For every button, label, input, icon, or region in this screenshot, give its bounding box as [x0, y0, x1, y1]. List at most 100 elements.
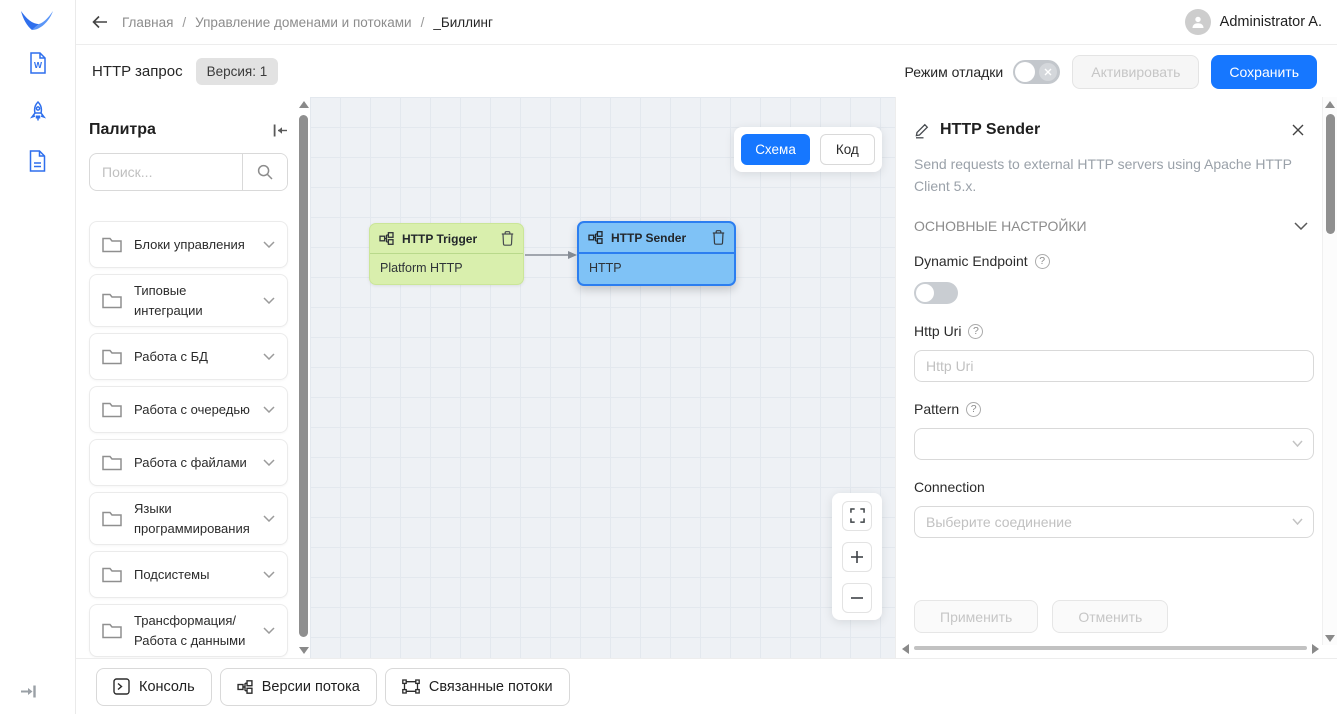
- apply-button[interactable]: Применить: [914, 600, 1039, 633]
- close-icon[interactable]: [1292, 124, 1304, 136]
- fit-view-button[interactable]: [842, 500, 872, 531]
- breadcrumb-separator: /: [420, 14, 425, 30]
- connection-select[interactable]: [914, 506, 1314, 539]
- dynamic-endpoint-toggle[interactable]: [914, 282, 958, 305]
- node-http-sender[interactable]: HTTP Sender HTTP: [577, 221, 736, 286]
- connection-edge[interactable]: [525, 247, 577, 265]
- palette-category-control-blocks[interactable]: Блоки управления: [89, 221, 288, 268]
- component-description: Send requests to external HTTP servers u…: [914, 156, 1292, 194]
- connection-select-value[interactable]: [914, 506, 1314, 539]
- help-icon[interactable]: ?: [968, 323, 984, 339]
- collapse-palette-icon[interactable]: [273, 124, 288, 137]
- folder-icon: [102, 567, 122, 582]
- flow-versions-button[interactable]: Версии потока: [219, 667, 377, 706]
- http-uri-input[interactable]: [914, 350, 1314, 383]
- scroll-up-arrow[interactable]: [298, 101, 309, 108]
- node-subtitle: HTTP: [589, 261, 622, 275]
- zoom-in-button[interactable]: [842, 541, 872, 572]
- app-logo-icon[interactable]: [18, 8, 56, 39]
- scroll-right-arrow[interactable]: [1312, 644, 1319, 654]
- field-label-text: Http Uri: [914, 323, 962, 340]
- palette-panel: Палитра Блоки управления: [76, 97, 297, 658]
- palette-category-transformation[interactable]: Трансформация/Работа с данными: [89, 604, 288, 657]
- breadcrumb: Главная / Управление доменами и потоками…: [122, 15, 493, 30]
- tab-code[interactable]: Код: [819, 134, 875, 165]
- edit-icon[interactable]: [914, 122, 931, 139]
- pattern-select-value[interactable]: [914, 428, 1314, 461]
- palette-category-databases[interactable]: Работа с БД: [89, 333, 288, 380]
- inspector-vertical-scrollbar[interactable]: [1322, 97, 1337, 645]
- category-label: Типовые интеграции: [134, 283, 203, 318]
- chevron-down-icon: [263, 571, 275, 578]
- chevron-down-icon: [263, 353, 275, 360]
- scrollbar-thumb[interactable]: [1326, 114, 1335, 234]
- category-label: Блоки управления: [134, 236, 245, 252]
- palette-category-queues[interactable]: Работа с очередью: [89, 386, 288, 433]
- palette-category-files[interactable]: Работа с файлами: [89, 439, 288, 486]
- scroll-left-arrow[interactable]: [902, 644, 909, 654]
- node-title: HTTP Trigger: [402, 231, 478, 246]
- canvas-zoom-controls: [832, 493, 882, 620]
- breadcrumb-domains[interactable]: Управление доменами и потоками: [195, 14, 412, 30]
- inspector-horizontal-scrollbar[interactable]: [898, 642, 1321, 655]
- pattern-select[interactable]: [914, 428, 1314, 461]
- delete-node-icon[interactable]: [501, 231, 514, 246]
- search-input[interactable]: [90, 154, 242, 190]
- console-icon: [113, 678, 130, 695]
- palette-category-subsystems[interactable]: Подсистемы: [89, 551, 288, 598]
- document-icon[interactable]: [25, 148, 51, 174]
- chevron-down-icon: [263, 241, 275, 248]
- activate-button[interactable]: Активировать: [1072, 54, 1200, 89]
- tab-schema[interactable]: Схема: [741, 134, 810, 165]
- chevron-down-icon: [263, 627, 275, 634]
- toolbar-actions: Режим отладки Активировать Сохранить: [904, 54, 1317, 89]
- help-icon[interactable]: ?: [966, 401, 982, 417]
- zoom-out-button[interactable]: [842, 582, 872, 613]
- debug-mode-label: Режим отладки: [904, 63, 1004, 80]
- scrollbar-thumb[interactable]: [914, 646, 1307, 650]
- user-menu[interactable]: Administrator A.: [1184, 9, 1322, 35]
- breadcrumb-home[interactable]: Главная: [122, 14, 174, 30]
- category-label: Работа с БД: [134, 348, 208, 364]
- back-arrow-icon[interactable]: [92, 15, 108, 29]
- scroll-up-arrow[interactable]: [1325, 101, 1335, 108]
- inspector-title: HTTP Sender: [940, 121, 1041, 138]
- scroll-down-arrow[interactable]: [1325, 635, 1335, 642]
- scrollbar-thumb[interactable]: [299, 115, 308, 637]
- flow-canvas[interactable]: Схема Код HTTP Trigger Platform HTTP: [310, 97, 895, 658]
- category-label: Трансформация/Работа с данными: [134, 613, 246, 648]
- palette-scrollbar[interactable]: [297, 97, 310, 658]
- search-icon[interactable]: [242, 154, 287, 190]
- save-button[interactable]: Сохранить: [1211, 54, 1317, 89]
- related-flows-icon: [402, 679, 420, 694]
- flow-title: HTTP запрос: [92, 63, 183, 80]
- category-label: Языки программирования: [134, 501, 250, 536]
- palette-category-typical-integrations[interactable]: Типовые интеграции: [89, 274, 288, 327]
- console-button[interactable]: Консоль: [96, 667, 212, 706]
- expand-panel-icon[interactable]: [20, 684, 38, 704]
- debug-mode-toggle[interactable]: [1013, 59, 1061, 84]
- node-subtitle: Platform HTTP: [380, 261, 463, 275]
- word-document-icon[interactable]: W: [25, 50, 51, 76]
- top-bar: Главная / Управление доменами и потоками…: [76, 0, 1337, 45]
- button-label: Версии потока: [261, 678, 360, 695]
- cancel-button[interactable]: Отменить: [1052, 600, 1169, 633]
- related-flows-button[interactable]: Связанные потоки: [384, 667, 570, 706]
- inspector-panel: HTTP Sender Send requests to external HT…: [895, 97, 1322, 658]
- http-uri-label: Http Uri ?: [914, 323, 1308, 339]
- scroll-down-arrow[interactable]: [298, 647, 309, 654]
- rocket-icon[interactable]: [25, 99, 51, 125]
- block-icon: [588, 231, 603, 244]
- node-http-trigger[interactable]: HTTP Trigger Platform HTTP: [369, 223, 524, 285]
- folder-icon: [102, 293, 122, 308]
- help-icon[interactable]: ?: [1034, 253, 1050, 269]
- delete-node-icon[interactable]: [712, 230, 725, 245]
- palette-category-programming-languages[interactable]: Языки программирования: [89, 492, 288, 545]
- versions-icon: [237, 679, 253, 694]
- flow-toolbar: HTTP запрос Версия: 1 Режим отладки Акти…: [76, 46, 1337, 97]
- chevron-down-icon: [263, 459, 275, 466]
- section-main-settings[interactable]: ОСНОВНЫЕ НАСТРОЙКИ: [914, 218, 1308, 234]
- folder-icon: [102, 237, 122, 252]
- field-label-text: Connection: [914, 479, 985, 496]
- toggle-off-x-icon: [1039, 62, 1058, 81]
